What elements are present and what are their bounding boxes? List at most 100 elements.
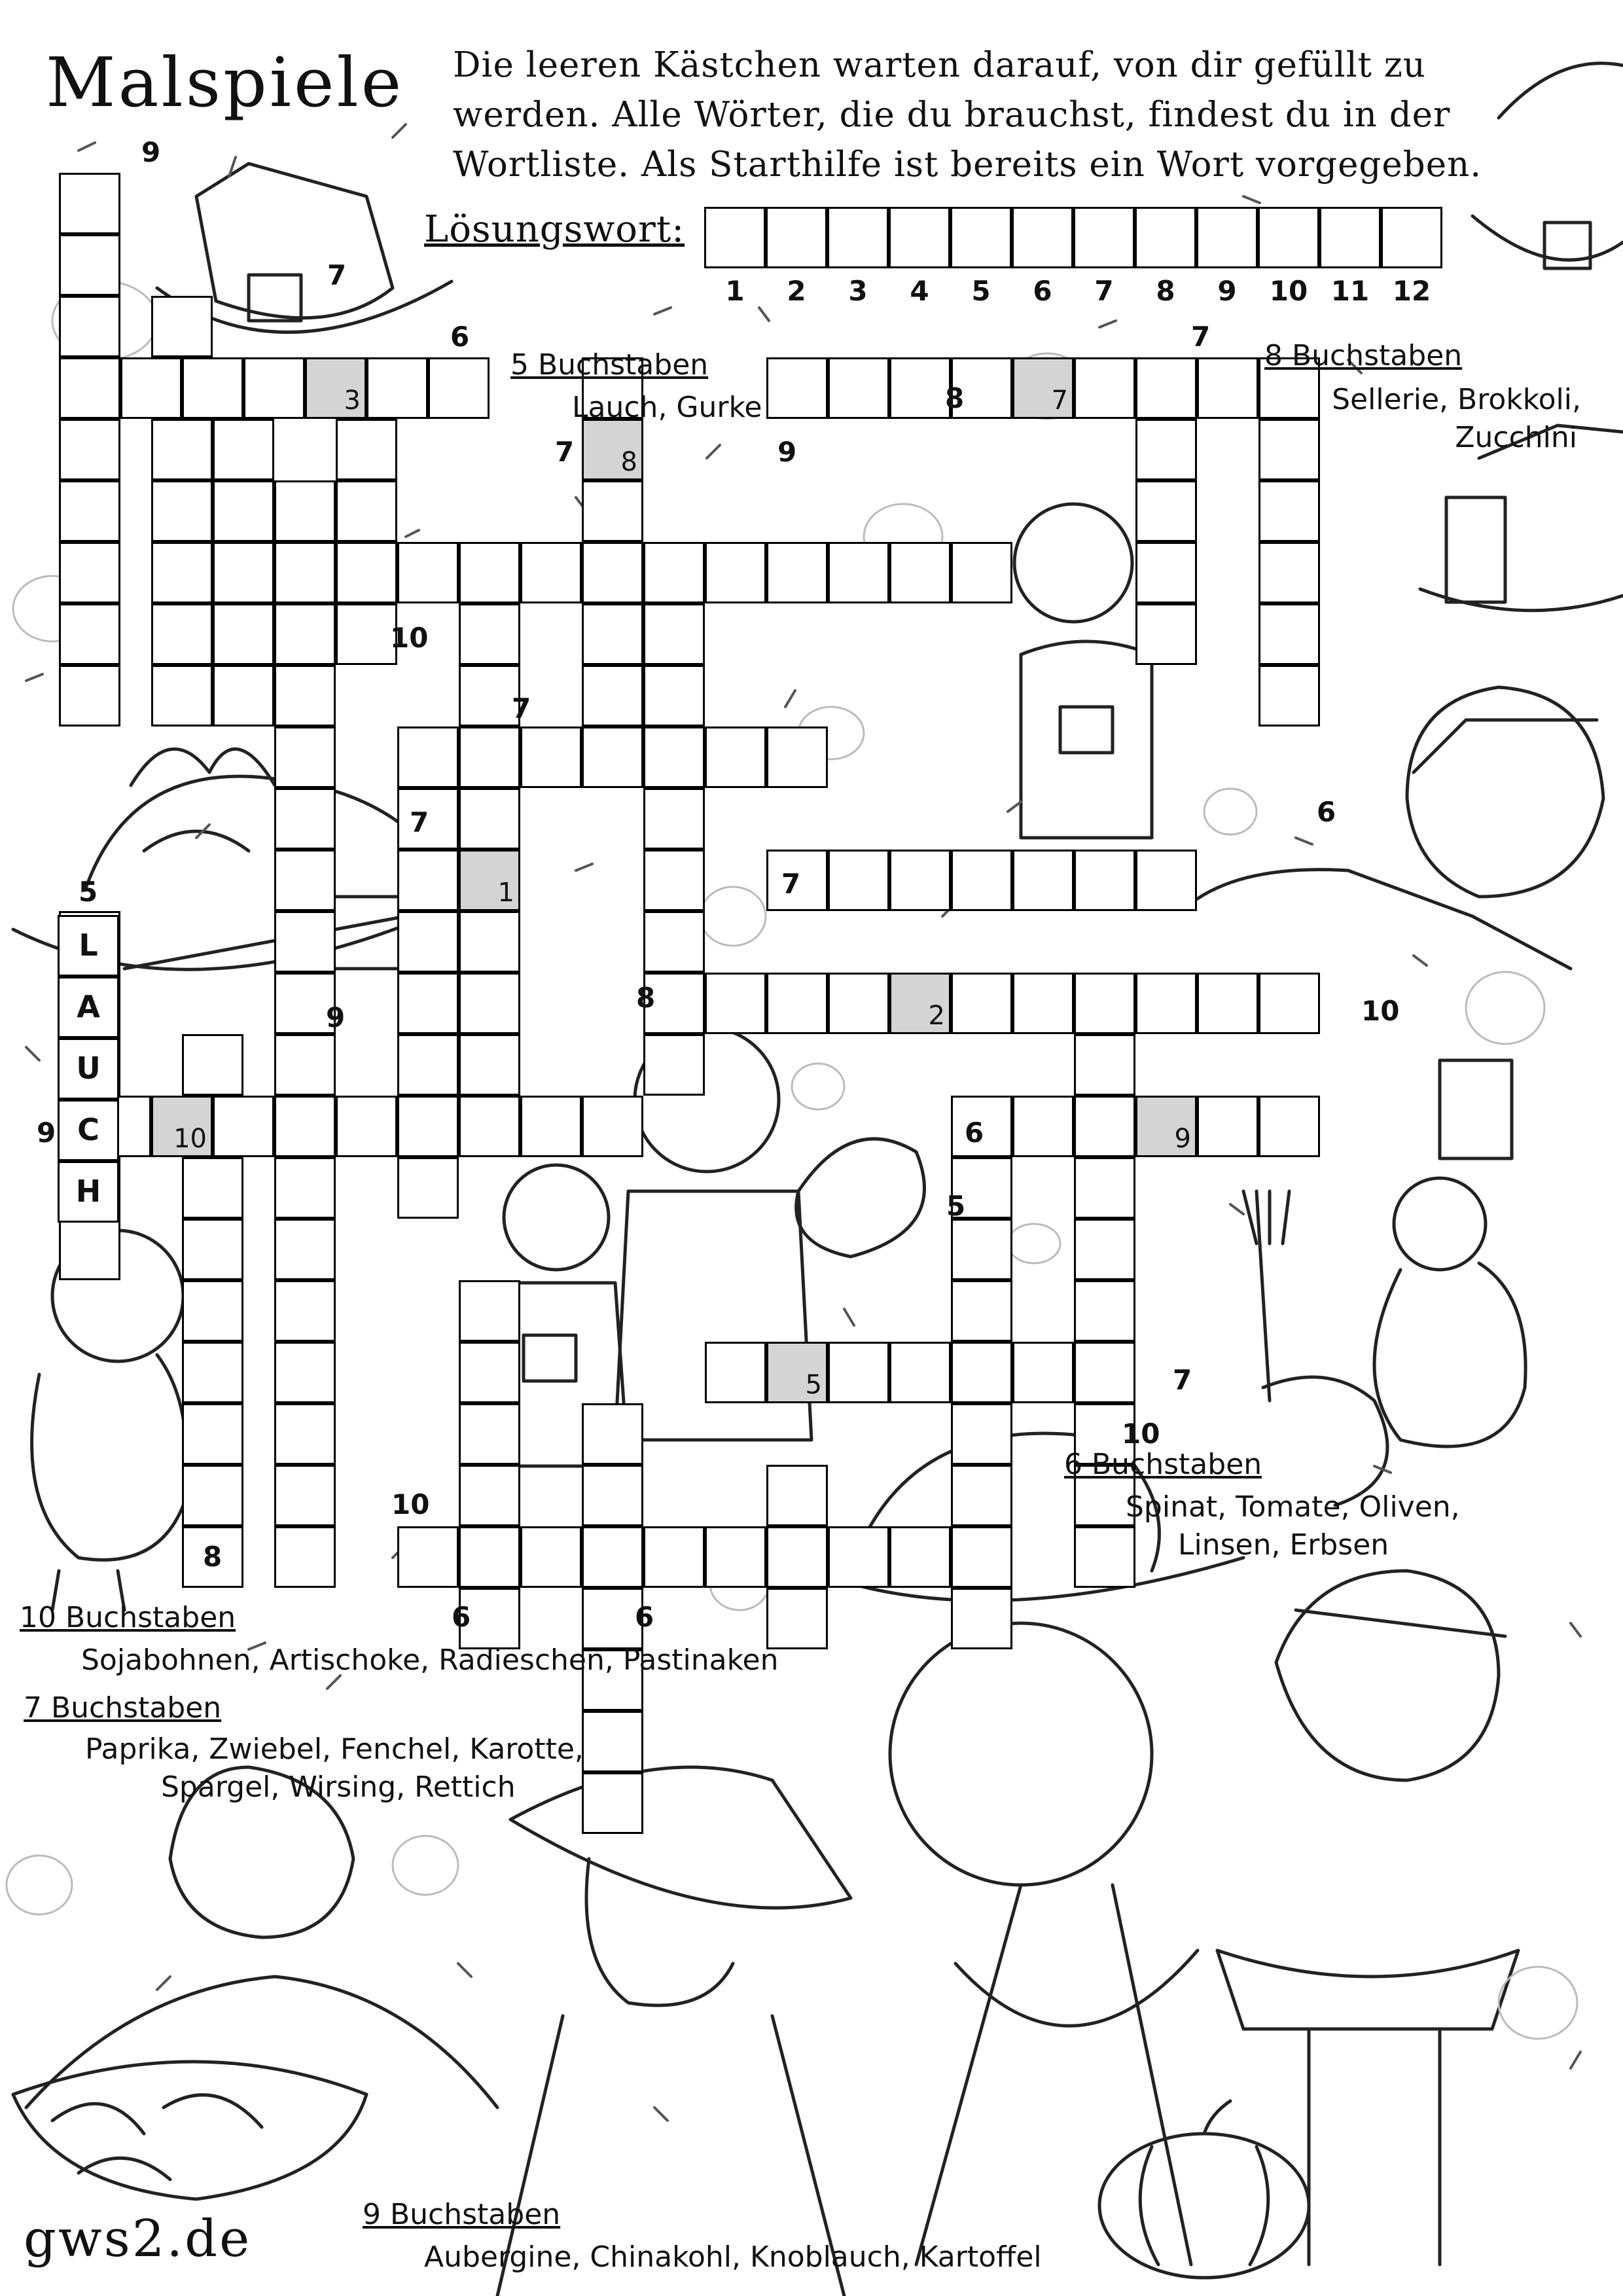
grid-cell[interactable] (151, 419, 213, 480)
grid-cell[interactable] (643, 973, 705, 1034)
grid-cell[interactable] (459, 1034, 520, 1096)
solution-cell[interactable]: 2 (889, 973, 951, 1034)
solution-box[interactable] (1196, 207, 1258, 268)
grid-cell[interactable] (459, 1588, 520, 1649)
grid-cell[interactable] (520, 726, 582, 788)
grid-cell[interactable] (213, 1096, 274, 1157)
grid-cell[interactable] (459, 1342, 520, 1403)
grid-cell[interactable] (336, 419, 397, 480)
grid-cell[interactable] (582, 726, 643, 788)
grid-cell[interactable] (828, 850, 889, 911)
grid-cell[interactable] (459, 973, 520, 1034)
grid-cell[interactable] (182, 1342, 243, 1403)
grid-cell[interactable] (120, 357, 182, 419)
grid-cell[interactable] (336, 542, 397, 603)
grid-cell[interactable] (213, 603, 274, 665)
solution-box[interactable] (1258, 207, 1319, 268)
grid-cell[interactable] (274, 1096, 336, 1157)
grid-cell[interactable] (1135, 850, 1197, 911)
grid-cell[interactable] (182, 1403, 243, 1465)
grid-cell[interactable] (397, 1526, 459, 1588)
grid-cell[interactable] (1074, 1465, 1135, 1526)
grid-cell[interactable] (151, 665, 213, 726)
grid-cell[interactable] (213, 542, 274, 603)
grid-cell[interactable] (59, 296, 120, 357)
grid-cell[interactable] (1258, 603, 1320, 665)
solution-box[interactable] (950, 207, 1012, 268)
grid-cell[interactable] (582, 1772, 643, 1834)
solution-cell[interactable]: 10 (151, 1096, 213, 1157)
grid-cell[interactable] (274, 1034, 336, 1096)
grid-cell[interactable] (705, 1342, 766, 1403)
grid-cell[interactable] (59, 234, 120, 296)
grid-cell[interactable] (1135, 542, 1197, 603)
grid-cell[interactable] (951, 1096, 1012, 1157)
grid-cell[interactable] (643, 542, 705, 603)
grid-cell[interactable] (182, 1219, 243, 1280)
solution-cell[interactable]: 1 (459, 850, 520, 911)
grid-cell[interactable] (1258, 665, 1320, 726)
grid-cell[interactable] (274, 665, 336, 726)
solution-cell[interactable]: 9 (1135, 1096, 1197, 1157)
grid-cell[interactable] (274, 1465, 336, 1526)
grid-cell[interactable] (366, 357, 428, 419)
solution-box[interactable] (1319, 207, 1381, 268)
grid-cell[interactable] (459, 1465, 520, 1526)
grid-cell[interactable] (274, 788, 336, 850)
grid-cell[interactable] (766, 850, 828, 911)
grid-cell[interactable] (274, 1219, 336, 1280)
solution-cell[interactable]: 7 (1012, 357, 1074, 419)
grid-cell[interactable] (766, 1526, 828, 1588)
grid-cell[interactable] (1135, 419, 1197, 480)
grid-cell[interactable] (951, 542, 1012, 603)
grid-cell[interactable] (151, 542, 213, 603)
grid-cell[interactable] (274, 911, 336, 973)
grid-cell[interactable] (582, 1465, 643, 1526)
grid-cell[interactable] (705, 542, 766, 603)
grid-cell[interactable] (1012, 1096, 1074, 1157)
grid-cell[interactable] (951, 1403, 1012, 1465)
grid-cell[interactable] (889, 542, 951, 603)
grid-cell[interactable] (1012, 1342, 1074, 1403)
grid-cell[interactable] (951, 357, 1012, 419)
grid-cell[interactable] (1258, 973, 1320, 1034)
grid-cell[interactable] (705, 973, 766, 1034)
grid-cell[interactable] (520, 1526, 582, 1588)
grid-cell[interactable] (1135, 480, 1197, 542)
grid-cell[interactable] (1074, 1280, 1135, 1342)
grid-cell[interactable] (274, 542, 336, 603)
grid-cell[interactable] (766, 1465, 828, 1526)
grid-cell[interactable] (1197, 1096, 1258, 1157)
grid-cell[interactable] (1074, 1157, 1135, 1219)
grid-cell[interactable] (951, 850, 1012, 911)
grid-cell[interactable] (59, 480, 120, 542)
solution-cell[interactable]: 5 (766, 1342, 828, 1403)
grid-cell[interactable] (1258, 1096, 1320, 1157)
grid-cell[interactable] (643, 911, 705, 973)
grid-cell[interactable] (397, 1034, 459, 1096)
solution-box[interactable] (827, 207, 889, 268)
grid-cell[interactable] (274, 1280, 336, 1342)
grid-cell[interactable] (1135, 357, 1197, 419)
grid-cell[interactable] (643, 603, 705, 665)
grid-cell[interactable] (459, 1526, 520, 1588)
solution-box[interactable] (704, 207, 766, 268)
grid-cell[interactable] (274, 1157, 336, 1219)
solution-cell[interactable]: 8 (582, 419, 643, 480)
grid-cell[interactable] (397, 788, 459, 850)
grid-cell[interactable] (705, 726, 766, 788)
grid-cell[interactable] (766, 973, 828, 1034)
grid-cell[interactable] (59, 542, 120, 603)
grid-cell[interactable] (582, 1588, 643, 1649)
grid-cell[interactable] (459, 1403, 520, 1465)
grid-cell[interactable] (151, 296, 213, 357)
grid-cell[interactable] (459, 665, 520, 726)
grid-cell[interactable] (274, 480, 336, 542)
grid-cell[interactable] (459, 911, 520, 973)
grid-cell[interactable] (1258, 419, 1320, 480)
grid-cell[interactable] (951, 1219, 1012, 1280)
grid-cell[interactable] (582, 1649, 643, 1711)
grid-cell[interactable] (951, 973, 1012, 1034)
grid-cell[interactable] (951, 1465, 1012, 1526)
grid-cell[interactable] (336, 603, 397, 665)
